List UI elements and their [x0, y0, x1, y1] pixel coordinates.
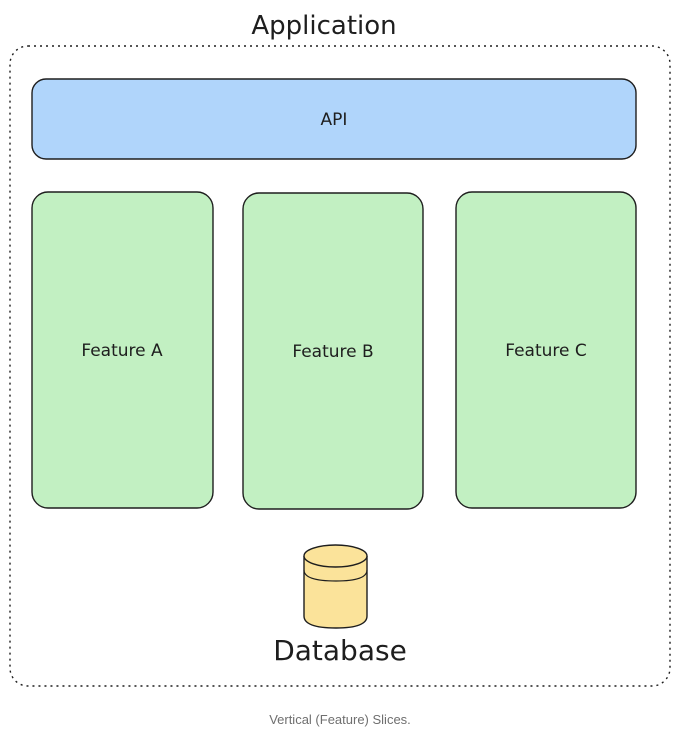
database-cylinder-top [303, 544, 368, 568]
application-title: Application [251, 11, 396, 41]
feature-c-label: Feature C [505, 341, 587, 361]
api-label: API [321, 110, 348, 130]
feature-c-box [455, 191, 637, 509]
feature-b-box [242, 192, 424, 510]
feature-a-label: Feature A [81, 341, 163, 361]
database-label: Database [273, 634, 407, 667]
feature-slice-a: Feature A [31, 191, 214, 509]
feature-slice-c: Feature C [455, 191, 637, 509]
application-container [9, 45, 671, 687]
api-layer: API [31, 78, 637, 160]
diagram-caption: Vertical (Feature) Slices. [269, 712, 411, 727]
api-box [31, 78, 637, 160]
feature-b-label: Feature B [292, 342, 373, 362]
database-cylinder-ring [303, 569, 368, 582]
database-icon [303, 544, 368, 629]
database-cylinder-body [303, 556, 368, 629]
feature-slice-b: Feature B [242, 192, 424, 510]
feature-a-box [31, 191, 214, 509]
